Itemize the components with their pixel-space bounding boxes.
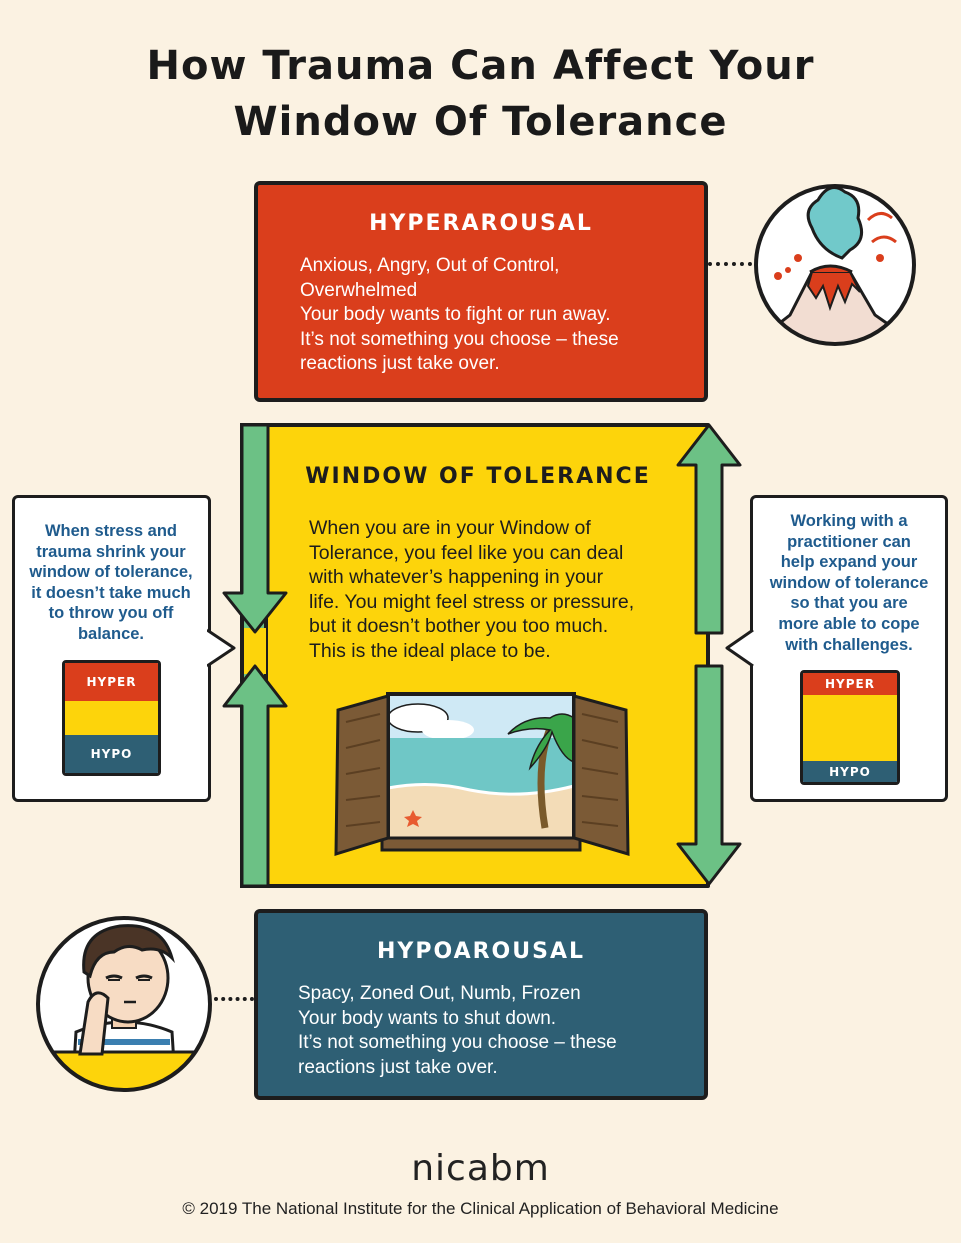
right-note-line: Working with a (790, 512, 908, 530)
copyright-text: © 2019 The National Institute for the Cl… (182, 1199, 779, 1218)
open-window-beach-icon (334, 692, 630, 857)
hypoarousal-heading: HYPOAROUSAL (376, 939, 585, 964)
hypoarousal-line: Your body wants to shut down. (298, 1007, 557, 1029)
bar-hypo-label: HYPO (65, 735, 158, 773)
arrow-up-icon (222, 664, 288, 888)
arrow-down-icon (222, 425, 288, 634)
speech-pointer (725, 628, 754, 668)
window-line: but it doesn’t bother you too much. (309, 615, 609, 637)
hyperarousal-line: It’s not something you choose – these (300, 328, 619, 350)
hyperarousal-line: Your body wants to fight or run away. (300, 304, 611, 325)
page-title-line-2: Window Of Tolerance (233, 99, 728, 145)
hypoarousal-body: Spacy, Zoned Out, Numb, Frozen Your body… (298, 982, 704, 1080)
dotted-connector (214, 997, 254, 1001)
left-note-line: window of tolerance, (29, 563, 193, 582)
bored-person-icon (36, 916, 212, 1092)
window-line: When you are in your Window of (309, 517, 591, 539)
speech-pointer (207, 628, 236, 668)
hyperarousal-line: reactions just take over. (300, 353, 500, 374)
right-note-line: with challenges. (785, 635, 913, 654)
left-note-line: balance. (77, 624, 145, 643)
brand-logo: nicabm (411, 1148, 550, 1189)
expanded-window-bar: HYPER HYPO (800, 670, 900, 785)
hypoarousal-line: It’s not something you choose – these (298, 1032, 617, 1053)
right-note-text: Working with a practitioner can help exp… (754, 511, 944, 655)
hyperarousal-line: Anxious, Angry, Out of Control, (300, 255, 560, 276)
right-note-line: so that you are (790, 594, 908, 613)
left-note-line: to throw you off (48, 604, 174, 623)
window-line: This is the ideal place to be. (309, 639, 551, 662)
window-line: Tolerance, you feel like you can deal (309, 541, 624, 564)
hyperarousal-heading: HYPERAROUSAL (369, 211, 593, 236)
left-gap (244, 628, 266, 674)
window-of-tolerance-heading: WINDOW OF TOLERANCE (305, 464, 651, 489)
bar-hypo-label: HYPO (803, 761, 897, 782)
hyperarousal-body: Anxious, Angry, Out of Control, Overwhel… (300, 254, 704, 377)
bar-window-segment (803, 695, 897, 761)
left-note-text: When stress and trauma shrink your windo… (16, 521, 206, 645)
arrow-up-icon (676, 423, 742, 635)
hyperarousal-line: Overwhelmed (300, 279, 418, 301)
shrunk-window-bar: HYPER HYPO (62, 660, 161, 776)
page-title-line-1: How Trauma Can Affect Your (146, 43, 815, 89)
left-note-line: trauma shrink your (36, 542, 186, 561)
dotted-connector (708, 262, 752, 266)
hypoarousal-line: reactions just take over. (298, 1056, 498, 1078)
hypoarousal-line: Spacy, Zoned Out, Numb, Frozen (298, 983, 581, 1004)
bar-window-segment (65, 701, 158, 735)
right-note-line: window of tolerance (769, 573, 929, 592)
window-line: with whatever’s happening in your (309, 566, 604, 588)
bar-hyper-label: HYPER (803, 673, 897, 695)
hypoarousal-box: HYPOAROUSAL Spacy, Zoned Out, Numb, Froz… (254, 909, 708, 1100)
bar-hyper-label: HYPER (65, 663, 158, 701)
right-note-line: more able to cope (778, 614, 920, 633)
right-note-line: help expand your (780, 553, 918, 572)
right-note-line: practitioner can (787, 532, 911, 551)
left-note-line: it doesn’t take much (31, 583, 191, 602)
window-of-tolerance-body: When you are in your Window of Tolerance… (309, 516, 689, 663)
window-line: life. You might feel stress or pressure, (309, 590, 635, 613)
volcano-icon (754, 184, 916, 346)
arrow-down-icon (676, 664, 742, 886)
left-note-line: When stress and (44, 522, 178, 540)
hyperarousal-box: HYPERAROUSAL Anxious, Angry, Out of Cont… (254, 181, 708, 402)
